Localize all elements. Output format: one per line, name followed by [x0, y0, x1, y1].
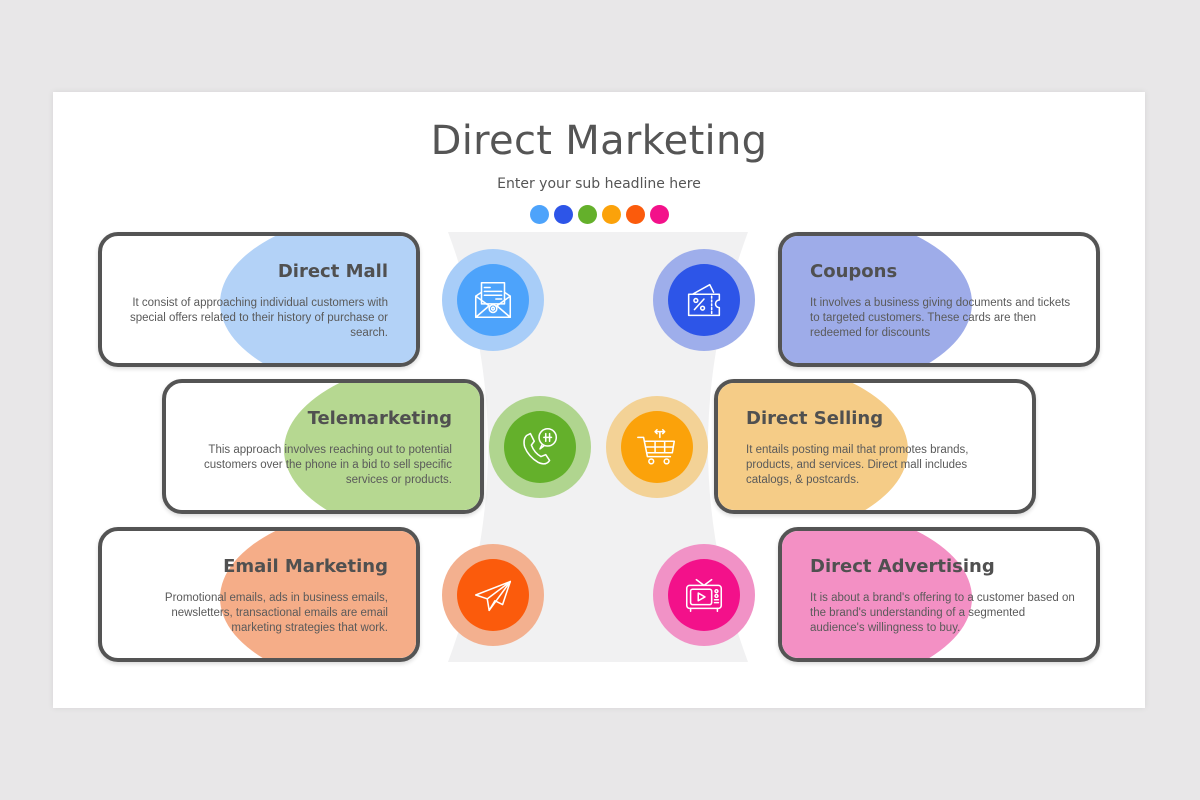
card-description: It is about a brand's offering to a cust… — [810, 592, 1075, 634]
card-description: It consist of approaching individual cus… — [129, 297, 388, 339]
page-title: Direct Marketing — [430, 118, 768, 164]
card-direct-selling: Direct Selling It entails posting mail t… — [714, 379, 1036, 514]
color-dots — [530, 205, 669, 224]
card-description: It involves a business giving documents … — [810, 297, 1071, 339]
card-direct-mall: Direct Mall It consist of approaching in… — [98, 232, 420, 367]
slide: Direct Marketing Enter your sub headline… — [53, 92, 1145, 708]
mail-envelope-icon — [474, 281, 512, 319]
card-description: Promotional emails, ads in business emai… — [164, 592, 388, 634]
card-blob — [718, 383, 908, 510]
television-icon — [685, 578, 723, 613]
card-title: Direct Selling — [746, 408, 884, 429]
color-dot — [554, 205, 573, 224]
color-dot — [602, 205, 621, 224]
card-blob — [782, 236, 972, 363]
card-blob — [220, 236, 416, 363]
page-subtitle: Enter your sub headline here — [497, 176, 701, 192]
coupon-ticket-icon — [687, 283, 721, 317]
card-coupons: Coupons It involves a business giving do… — [778, 232, 1100, 367]
card-email-marketing: Email Marketing Promotional emails, ads … — [98, 527, 420, 662]
card-title: Telemarketing — [307, 408, 452, 429]
icon-circle-direct-mall — [442, 249, 544, 351]
card-title: Email Marketing — [223, 556, 388, 577]
card-blob — [284, 383, 480, 510]
icon-circle-direct-selling — [606, 396, 708, 498]
color-dot — [626, 205, 645, 224]
card-telemarketing: Telemarketing This approach involves rea… — [162, 379, 484, 514]
card-title: Direct Advertising — [810, 556, 995, 577]
color-dot — [530, 205, 549, 224]
shopping-cart-icon — [637, 428, 676, 465]
phone-call-icon — [523, 428, 558, 465]
card-title: Direct Mall — [277, 261, 388, 282]
card-direct-advertising: Direct Advertising It is about a brand's… — [778, 527, 1100, 662]
icon-circle-telemarketing — [489, 396, 591, 498]
icon-circle-email-marketing — [442, 544, 544, 646]
color-dot — [650, 205, 669, 224]
paper-plane-icon — [474, 580, 512, 612]
card-description: It entails posting mail that promotes br… — [746, 444, 969, 486]
card-description: This approach involves reaching out to p… — [203, 444, 452, 486]
card-blob — [782, 531, 972, 658]
card-title: Coupons — [810, 261, 898, 282]
card-blob — [220, 531, 416, 658]
icon-circle-coupons — [653, 249, 755, 351]
color-dot — [578, 205, 597, 224]
icon-circle-direct-advertising — [653, 544, 755, 646]
